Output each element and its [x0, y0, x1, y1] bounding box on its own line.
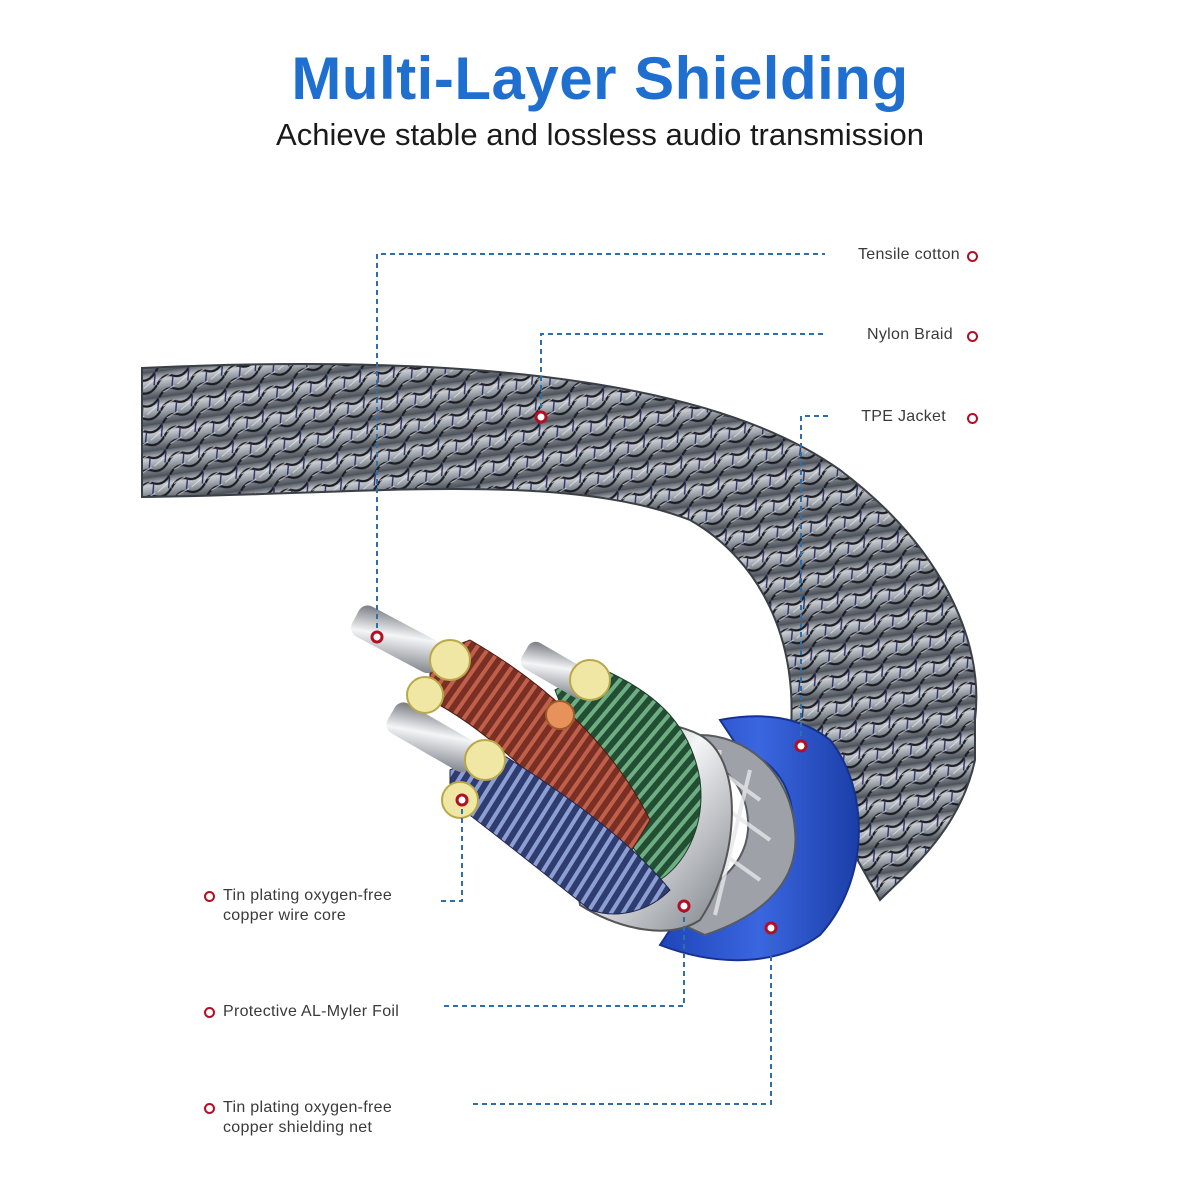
callout-label-line1: Tin plating oxygen-free: [223, 887, 393, 904]
callout-shielding-net: Tin plating oxygen-free copper shielding…: [223, 1098, 453, 1138]
wire-blue: [449, 749, 671, 915]
marker-shielding-net: [764, 921, 778, 935]
braided-cable: [141, 363, 978, 902]
callout-tpe-jacket: TPE Jacket: [780, 407, 946, 427]
ring-marker-icon: [967, 331, 978, 342]
ring-marker-icon: [204, 1007, 215, 1018]
leader-wire-core: [440, 800, 463, 902]
callout-label: Tensile cotton: [857, 246, 960, 263]
callout-label-line2: copper shielding net: [223, 1119, 373, 1136]
leader-shielding-net: [470, 929, 772, 1105]
callout-label-line2: copper wire core: [223, 907, 347, 924]
callout-wire-core: Tin plating oxygen-free copper wire core: [223, 886, 443, 926]
page-title: Multi-Layer Shielding: [291, 45, 909, 112]
ring-marker-icon: [967, 251, 978, 262]
marker-tensile-cotton: [370, 630, 384, 644]
callout-label: Nylon Braid: [866, 326, 953, 343]
marker-foil: [677, 899, 691, 913]
leader-lines: [376, 253, 832, 1105]
leader-nylon-braid: [540, 333, 825, 417]
callout-foil: Protective AL-Myler Foil: [223, 1002, 453, 1022]
ring-marker-icon: [204, 891, 215, 902]
leader-tensile-cotton: [376, 253, 825, 637]
ring-marker-icon: [967, 413, 978, 424]
ring-marker-icon: [204, 1103, 215, 1114]
marker-nylon-braid: [534, 410, 548, 424]
wire-red: [429, 639, 651, 871]
cable-markers: [370, 410, 808, 935]
callout-label-line1: Tin plating oxygen-free: [223, 1099, 393, 1116]
callout-label: TPE Jacket: [861, 408, 946, 425]
callout-nylon-braid: Nylon Braid: [780, 325, 953, 345]
callout-tensile-cotton: Tensile cotton: [780, 245, 960, 265]
leader-tpe-jacket: [800, 415, 832, 745]
marker-wire-core: [455, 793, 469, 807]
callout-label-line1: Protective AL-Myler Foil: [223, 1003, 400, 1020]
marker-tpe-jacket: [794, 739, 808, 753]
page-subtitle: Achieve stable and lossless audio transm…: [276, 117, 924, 152]
